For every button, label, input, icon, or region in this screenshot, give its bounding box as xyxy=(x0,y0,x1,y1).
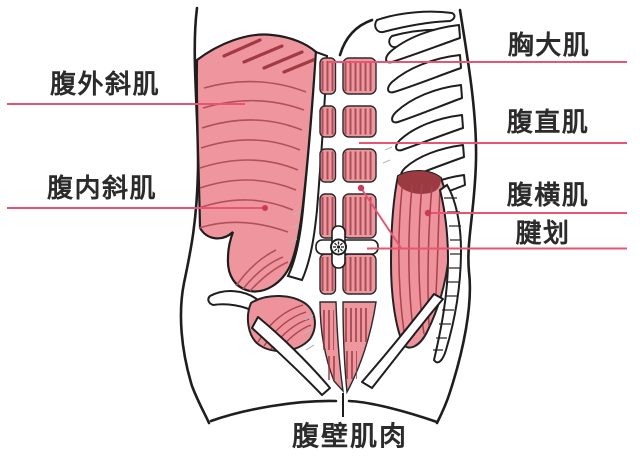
navel xyxy=(315,225,379,269)
pointer-dots xyxy=(262,184,432,217)
figure-caption: 腹壁肌肉 xyxy=(292,421,408,452)
pointer-lines xyxy=(7,61,627,250)
rib-cage xyxy=(385,24,466,207)
pointer-tendinous-diagonal xyxy=(360,187,402,249)
inguinal-ligaments xyxy=(251,293,444,396)
label-pectoralis-major: 胸大肌 xyxy=(507,30,591,60)
label-external-oblique: 腹外斜肌 xyxy=(49,69,161,99)
label-transverse-abdominis: 腹横肌 xyxy=(506,180,590,210)
fascia-hatching xyxy=(289,146,393,351)
label-internal-oblique: 腹内斜肌 xyxy=(46,173,158,203)
serratus-slips xyxy=(222,38,320,74)
label-tendinous-intersection: 腱划 xyxy=(515,218,571,248)
rectus-abdominis-muscle xyxy=(319,57,377,417)
label-rectus-abdominis: 腹直肌 xyxy=(506,107,590,137)
external-oblique-muscle xyxy=(195,33,320,293)
